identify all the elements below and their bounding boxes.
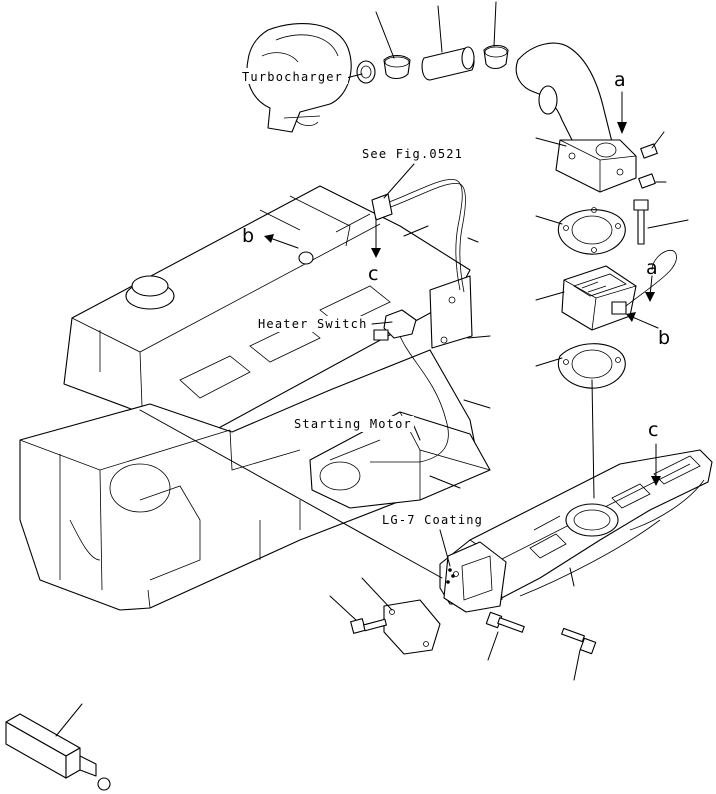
ref-c-mid: c [368,263,378,285]
ref-c-right: c [648,419,658,441]
wiring-bracket [429,275,473,349]
heater-switch [370,309,449,463]
reference-arrows [264,91,661,486]
see-fig-label: See Fig.0521 [362,147,463,161]
ref-a-mid: a [646,257,658,279]
bolt-elbow-1 [640,143,658,159]
gasket-lower [557,343,626,389]
heater-wiring-harness [298,179,466,293]
bolt-manifold-1 [485,611,525,633]
gasket-upper [557,207,626,255]
engine-block [19,185,481,611]
air-connector-elbow [515,42,637,193]
bolt-cover [350,618,387,634]
hose-clamp-left [383,54,411,80]
ref-b-left: b [242,225,254,247]
special-tool [5,713,111,791]
long-bolt [633,199,649,245]
cover-plate [383,599,441,655]
intake-manifold [439,449,713,613]
bolt-manifold-2 [561,627,597,655]
coating-dots [446,568,455,584]
starting-motor [309,411,491,509]
heater-switch-label: Heater Switch [258,317,368,331]
lg7-coating-label: LG-7 Coating [382,513,483,527]
bolt-elbow-2 [638,173,656,189]
leader-lines [55,1,689,737]
starting-motor-label: Starting Motor [294,417,412,431]
connector-hose [421,46,475,81]
intake-air-heater [561,249,677,331]
ref-a-top: a [614,69,626,91]
ref-b-right: b [658,327,670,349]
turbocharger-label: Turbocharger [242,70,343,84]
hose-clamp-right [483,44,509,70]
